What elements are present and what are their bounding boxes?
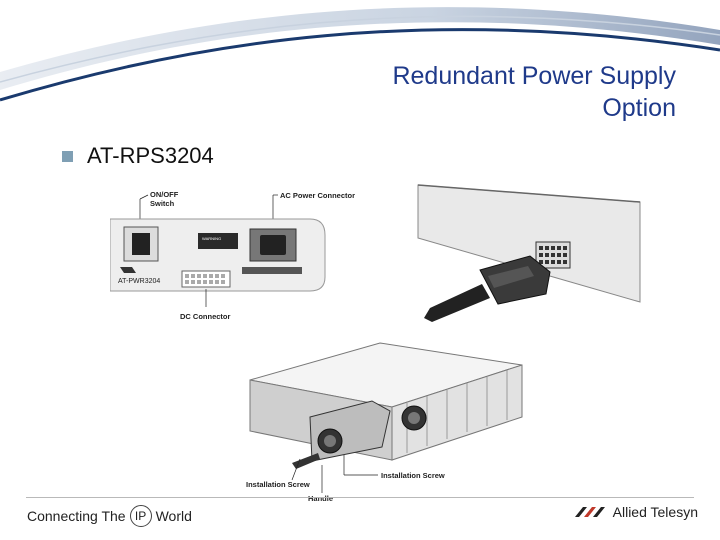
bullet-item: AT-RPS3204 <box>62 143 214 169</box>
title-line-2: Option <box>602 94 676 122</box>
handle-label: Handle <box>308 494 333 503</box>
footer-tagline: Connecting The IP World <box>27 505 192 527</box>
cable-connection-figure <box>417 184 641 322</box>
installation-screw-right-label: Installation Screw <box>381 471 445 480</box>
module-installation-figure: Installation Screw Installation Screw Ha… <box>246 342 523 503</box>
on-off-label-1: ON/OFF <box>150 190 179 199</box>
ip-circle-icon: IP <box>129 505 152 527</box>
model-label: AT-PWR3204 <box>118 278 160 285</box>
on-off-label-2: Switch <box>150 199 175 208</box>
dc-connector-label: DC Connector <box>180 312 230 321</box>
installation-screw-left-label: Installation Screw <box>246 480 310 489</box>
brand-name: Allied Telesyn <box>612 504 698 520</box>
header-swoosh <box>0 7 720 102</box>
rear-panel-figure: ON/OFF Switch AC Power Connector WARNING… <box>110 190 355 321</box>
svg-text:WARNING: WARNING <box>202 236 221 241</box>
footer-divider <box>26 497 694 498</box>
brand-logo: Allied Telesyn <box>574 504 698 520</box>
bullet-text: AT-RPS3204 <box>87 143 214 168</box>
title-line-1: Redundant Power Supply <box>392 62 676 90</box>
slide-title: Redundant Power Supply Option <box>316 60 676 124</box>
square-bullet-icon <box>62 150 73 162</box>
allied-telesyn-logo-icon <box>574 507 605 517</box>
tagline-after: World <box>155 508 192 524</box>
tagline-before: Connecting The <box>27 508 126 524</box>
ac-connector-label: AC Power Connector <box>280 191 355 200</box>
tagline-ip: IP <box>134 509 147 523</box>
